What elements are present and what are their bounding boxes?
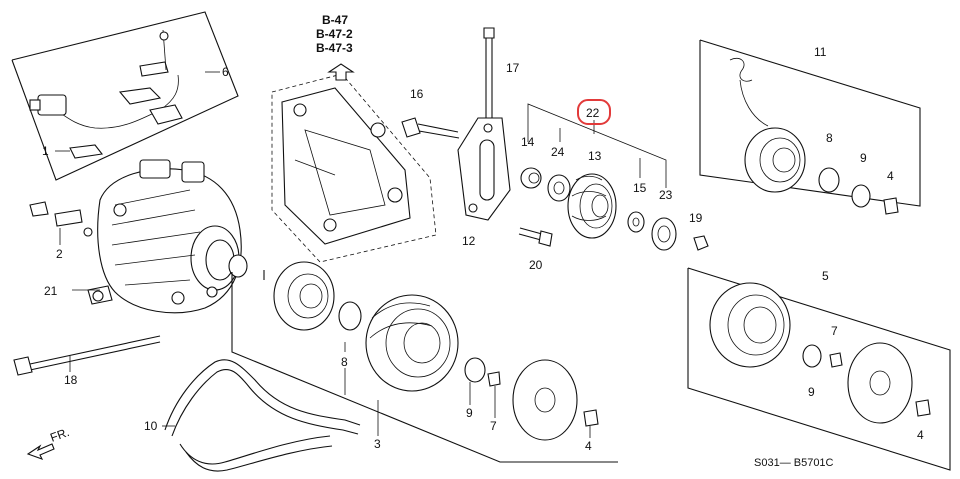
part-23-washer bbox=[651, 217, 677, 251]
highlight-22 bbox=[577, 99, 611, 125]
part-16-bolt bbox=[401, 117, 460, 139]
callout-12: 12 bbox=[462, 234, 476, 248]
callout-4-upper: 4 bbox=[887, 169, 894, 183]
callout-24: 24 bbox=[551, 145, 565, 159]
callout-21: 21 bbox=[44, 284, 58, 298]
part-17-long-bolt bbox=[483, 27, 495, 118]
box-5-clutch bbox=[687, 267, 951, 471]
part-24-washer bbox=[547, 174, 571, 202]
part-15-ring bbox=[627, 211, 645, 233]
callout-7-lower: 7 bbox=[490, 419, 497, 433]
callout-11: 11 bbox=[814, 45, 827, 59]
callout-19: 19 bbox=[689, 211, 703, 225]
part-18-long-bolt bbox=[13, 335, 161, 376]
ref-label-b47: B-47 bbox=[322, 13, 348, 27]
catalog-code: S031— B5701C bbox=[754, 457, 834, 469]
part-2-bolts bbox=[29, 201, 93, 245]
part-21-bolt bbox=[72, 289, 104, 302]
callout-5: 5 bbox=[822, 269, 829, 283]
callout-23: 23 bbox=[659, 188, 673, 202]
callout-8-upper: 8 bbox=[826, 131, 833, 145]
callout-4-lower: 4 bbox=[585, 439, 592, 453]
group-22-bracket bbox=[527, 103, 667, 188]
callout-2: 2 bbox=[56, 247, 63, 261]
callout-22: 22 bbox=[586, 106, 600, 120]
part-19-nut bbox=[693, 235, 709, 251]
direction-label: FR. bbox=[48, 425, 71, 445]
reference-arrow bbox=[327, 63, 355, 81]
callout-16: 16 bbox=[410, 87, 424, 101]
callout-7-right: 7 bbox=[831, 324, 838, 338]
bracket-box bbox=[271, 73, 437, 263]
callout-15: 15 bbox=[633, 181, 647, 195]
part-10-drive-belt bbox=[164, 359, 361, 472]
callout-14: 14 bbox=[521, 135, 535, 149]
part-12-bracket bbox=[457, 117, 511, 221]
callout-3: 3 bbox=[374, 437, 381, 451]
part-20-bolt bbox=[518, 227, 553, 247]
part-14-nut bbox=[520, 167, 542, 189]
callout-17: 17 bbox=[506, 61, 520, 75]
compressor bbox=[87, 159, 248, 314]
ref-label-b47-2: B-47-2 bbox=[316, 27, 353, 41]
part-13-pulley bbox=[567, 173, 617, 239]
callout-9-upper: 9 bbox=[860, 151, 867, 165]
fr-arrow bbox=[26, 443, 55, 460]
callout-8-lower: 8 bbox=[341, 355, 348, 369]
callout-18: 18 bbox=[64, 373, 78, 387]
callout-4-right: 4 bbox=[917, 428, 924, 442]
lower-clutch-assembly bbox=[231, 261, 618, 463]
callout-1: 1 bbox=[42, 144, 49, 158]
callout-20: 20 bbox=[529, 258, 543, 272]
callout-10: 10 bbox=[144, 419, 158, 433]
callout-13: 13 bbox=[588, 149, 602, 163]
callout-6: 6 bbox=[222, 65, 229, 79]
callout-9-lower: 9 bbox=[466, 406, 473, 420]
box-6-wiring bbox=[11, 11, 239, 181]
ref-label-b47-3: B-47-3 bbox=[316, 41, 353, 55]
callout-9-right: 9 bbox=[808, 385, 815, 399]
box-11-coil bbox=[699, 39, 921, 215]
